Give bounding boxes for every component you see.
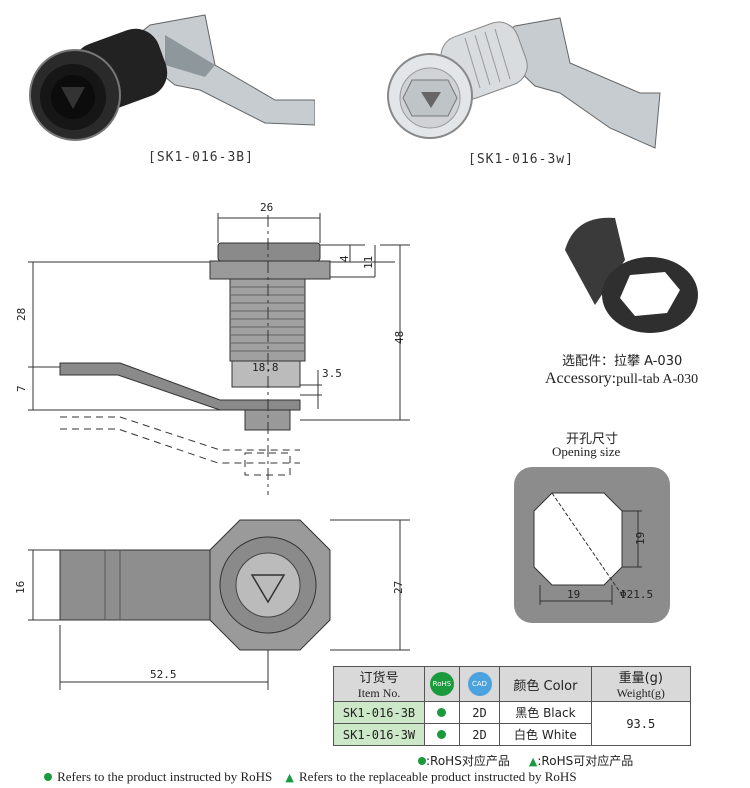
legend-en-line: Refers to the product instructed by RoHS…	[44, 766, 577, 785]
header-item-cn: 订货号	[359, 671, 399, 686]
header-weight: 重量(g) Weight(g)	[590, 666, 692, 702]
rohs-dot-icon	[44, 773, 52, 781]
accessory-pull-tab-photo	[565, 217, 698, 333]
legend-rohs-cn: :RoHS对应产品	[426, 754, 510, 768]
dim-7: 7	[15, 385, 28, 392]
product-photo-white	[387, 17, 661, 149]
opening-size-cn: 开孔尺寸	[566, 432, 619, 447]
dim-48: 48	[393, 331, 406, 344]
row-cad: 2D	[458, 723, 501, 746]
dim-11: 11	[362, 256, 375, 269]
rohs-icon: RoHS	[429, 672, 454, 696]
row-rohs	[424, 701, 460, 724]
dim-16: 16	[14, 581, 27, 594]
row-item: SK1-016-3B	[332, 701, 426, 724]
table-header-row: 订货号 Item No. RoHS CAD 颜色 Color 重量(g) Wei…	[332, 666, 692, 702]
opening-size-en: Opening size	[552, 444, 621, 459]
row-item: SK1-016-3W	[332, 723, 426, 746]
product-photo-black	[29, 14, 315, 141]
header-color: 颜色 Color	[499, 666, 592, 702]
accessory-en-label: Accessory:	[545, 370, 617, 387]
legend-replace-cn: :RoHS可对应产品	[537, 754, 634, 768]
header-weight-cn: 重量(g)	[618, 671, 663, 686]
row-cad: 2D	[458, 701, 501, 724]
accessory-cn: 选配件：拉攀 A-030	[562, 354, 683, 369]
row-color: 黑色 Black	[499, 701, 592, 724]
table-row: SK1-016-3B 2D 黑色 Black 93.5	[332, 701, 692, 746]
side-view-drawing: 26 4 11 28 48 18.8 3.5 7	[15, 201, 410, 495]
opening-dim-side: 19	[634, 532, 647, 545]
rohs-dot-icon	[437, 729, 447, 739]
header-cad: CAD	[458, 666, 501, 702]
opening-dim-diameter: Φ21.5	[620, 588, 653, 601]
header-weight-en: Weight(g)	[616, 686, 665, 700]
dim-18-8: 18.8	[252, 361, 279, 374]
dim-52-5: 52.5	[150, 668, 177, 681]
opening-size-diagram: 19 19 Φ21.5	[514, 467, 670, 623]
triangle-icon: ▲	[528, 755, 538, 768]
triangle-icon: ▲	[285, 771, 294, 784]
dim-26: 26	[260, 201, 273, 214]
rohs-dot-icon	[418, 757, 426, 765]
accessory-en: Accessory:pull-tab A-030	[545, 368, 698, 388]
dim-4: 4	[338, 255, 351, 262]
top-view-drawing: 16 27 52.5	[14, 519, 410, 690]
rohs-dot-icon	[437, 707, 447, 717]
header-item-en: Item No.	[357, 686, 401, 700]
caption-white: [SK1-016-3w]	[468, 152, 574, 167]
row-color: 白色 White	[499, 723, 592, 746]
dim-3-5: 3.5	[322, 367, 342, 380]
legend-rohs-en: Refers to the product instructed by RoHS	[57, 769, 273, 784]
row-weight: 93.5	[590, 701, 692, 746]
caption-black: [SK1-016-3B]	[148, 150, 254, 165]
cad-icon: CAD	[467, 672, 492, 696]
header-rohs: RoHS	[424, 666, 460, 702]
accessory-en-value: pull-tab A-030	[616, 372, 699, 387]
legend-replace-en: Refers to the replaceable product instru…	[298, 769, 577, 784]
header-item: 订货号 Item No.	[332, 666, 426, 702]
dim-28: 28	[15, 308, 28, 321]
row-rohs	[424, 723, 460, 746]
opening-dim-bottom: 19	[567, 588, 580, 601]
table-row: SK1-016-3W 2D 白色 White	[332, 723, 691, 746]
dim-27: 27	[392, 581, 405, 594]
spec-table: 订货号 Item No. RoHS CAD 颜色 Color 重量(g) Wei…	[332, 666, 692, 746]
legend-cn-line: :RoHS对应产品 ▲:RoHS可对应产品	[418, 750, 633, 769]
